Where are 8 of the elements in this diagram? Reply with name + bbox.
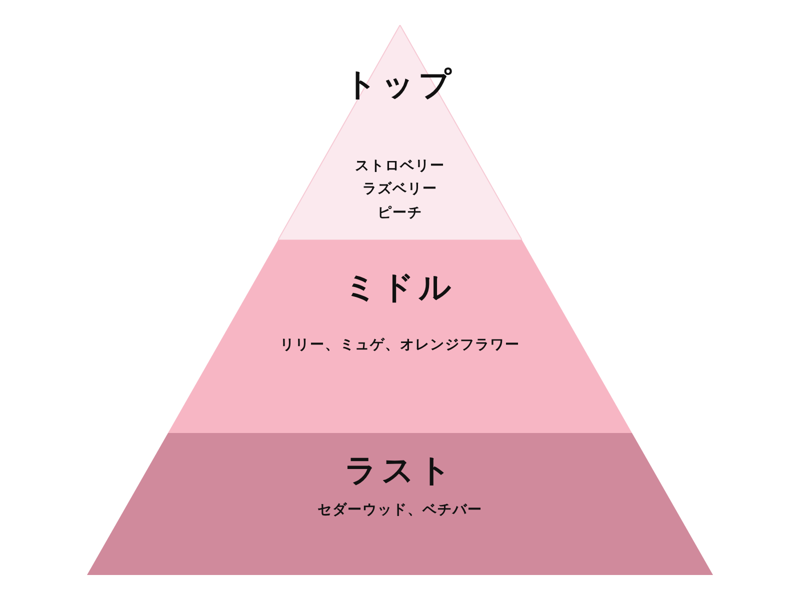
tier-heading: ミドル (344, 267, 456, 308)
note-list: リリー、ミュゲ、オレンジフラワー (280, 336, 520, 354)
tier-heading: トップ (344, 64, 456, 105)
note-list: ピーチ (378, 204, 422, 222)
note-list: セダーウッド、ベチバー (318, 501, 482, 519)
note-list: ストロベリー (355, 157, 445, 175)
note-list: ラズベリー (362, 180, 438, 198)
tier-heading: ラスト (344, 450, 456, 491)
